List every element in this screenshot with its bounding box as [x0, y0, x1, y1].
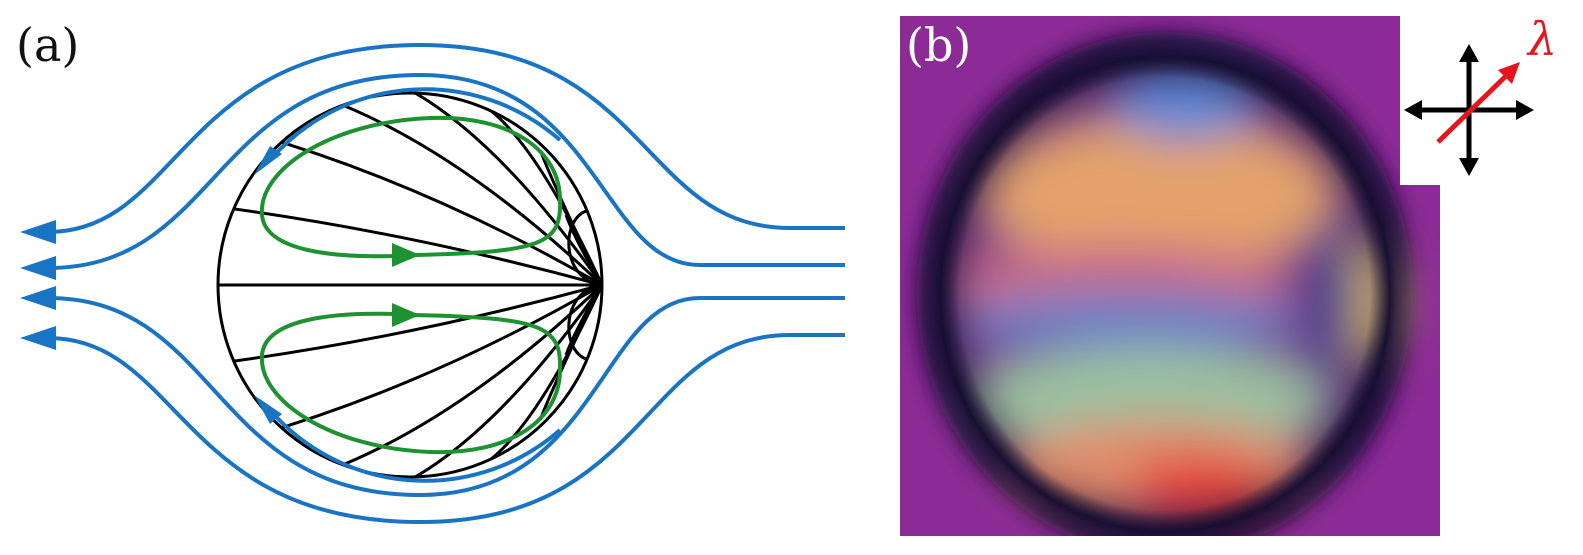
outflow-arrowheads — [20, 220, 56, 350]
flow-schematic — [20, 42, 845, 525]
circulation-loops — [259, 115, 563, 455]
circulation-arrow-icon — [392, 243, 420, 267]
arrow-left-icon — [20, 256, 56, 280]
panel-label-b: (b) — [906, 18, 972, 72]
arrow-left-icon — [20, 326, 56, 350]
droplet-shadow-edge — [915, 30, 1415, 536]
flow-arrow-icon — [254, 146, 282, 175]
boundary-flow — [268, 87, 562, 483]
director-field — [218, 93, 602, 477]
slow-axis-arrow-icon — [1436, 62, 1520, 144]
polarized-micrograph — [900, 16, 1440, 536]
outer-streamlines — [47, 42, 845, 525]
lambda-plate-label: λ — [1528, 12, 1558, 66]
arrow-left-icon — [20, 220, 56, 244]
polarizer-indicator — [1400, 10, 1583, 185]
flow-arrow-icon — [254, 395, 282, 424]
arrow-left-icon — [20, 286, 56, 310]
panel-label-a: (a) — [16, 18, 80, 72]
droplet-boundary — [216, 91, 604, 479]
circulation-arrow-icon — [392, 303, 420, 327]
